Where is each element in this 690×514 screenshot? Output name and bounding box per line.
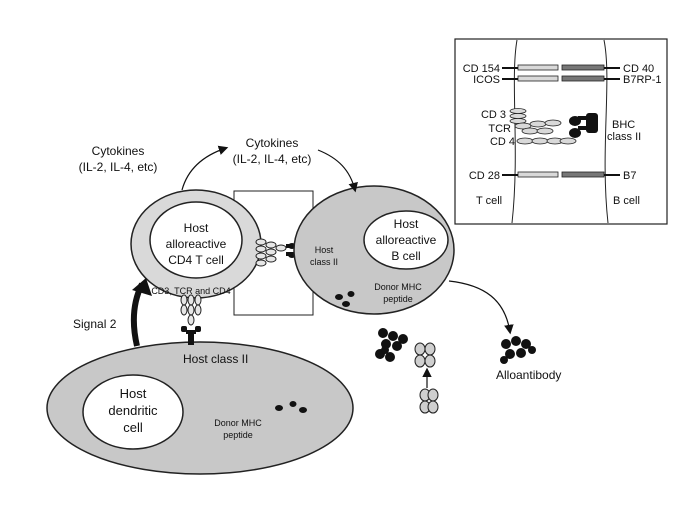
- cytokines-right-detail: (IL-2, IL-4, etc): [233, 152, 312, 166]
- bcell-donor-line2: peptide: [383, 294, 413, 304]
- dc-donor-label-line2: peptide: [223, 430, 253, 440]
- tcell-label-line1: Host: [184, 221, 209, 235]
- tcell-label-line3: CD4 T cell: [168, 253, 224, 267]
- inset-bhc-line2: class II: [607, 131, 641, 143]
- alloantibody-label: Alloantibody: [496, 368, 561, 382]
- tcell-surface-label: CD3, TCR and CD4: [151, 286, 230, 296]
- inset-tcr-complex: [509, 108, 577, 145]
- bcell-label-line1: Host: [394, 217, 419, 231]
- inset-b7rp1-label: B7RP-1: [623, 74, 662, 86]
- inset-icos-label: ICOS: [473, 74, 500, 86]
- inset-cd154-bar: [517, 64, 559, 71]
- tcell-nucleus: [149, 201, 243, 279]
- inset-cd3-label: CD 3: [481, 109, 506, 121]
- bcell-host-class-line2: class II: [310, 257, 338, 267]
- tcell-right-receptors: [255, 238, 287, 267]
- inset-cd40-label: CD 40: [623, 63, 654, 75]
- dc-label-line2: dendritic: [108, 403, 158, 418]
- dc-label-line1: Host: [120, 386, 147, 401]
- dendritic-cell-nucleus: [82, 374, 184, 450]
- cytokines-left-detail: (IL-2, IL-4, etc): [79, 160, 158, 174]
- antibody-precursor: [414, 342, 439, 414]
- inset-b7rp1-bar: [561, 75, 605, 82]
- inset-tcr-label: TCR: [488, 123, 511, 135]
- inset-cd4-label: CD 4: [490, 136, 515, 148]
- alloantibody-arrow: [448, 280, 514, 335]
- inset-tcell-label: T cell: [476, 195, 502, 207]
- bcell-surface-antibodies: [375, 328, 408, 362]
- dc-donor-peptide-blobs: [275, 401, 307, 413]
- inset-cd40-bar: [561, 64, 605, 71]
- cytokines-right-label: Cytokines: [246, 136, 299, 150]
- dc-donor-label-line1: Donor MHC: [214, 418, 262, 428]
- tcell-down-receptors: [180, 294, 202, 326]
- inset-icos-bar: [517, 75, 559, 82]
- dc-host-class-label: Host class II: [183, 352, 248, 366]
- bcell-donor-line1: Donor MHC: [374, 282, 422, 292]
- signal2-arrow: [130, 282, 145, 347]
- signal2-arrowhead: [132, 278, 152, 296]
- inset-cd154-label: CD 154: [463, 63, 500, 75]
- dc-class-ii-molecules: [181, 326, 201, 345]
- inset-b7-label: B7: [623, 170, 636, 182]
- bcell-donor-peptide-blobs: [335, 291, 355, 307]
- cytokine-arc-right: [317, 149, 358, 193]
- signal2-label: Signal 2: [73, 317, 117, 331]
- inset-bhc-line1: BHC: [612, 119, 635, 131]
- cytokines-left-label: Cytokines: [92, 144, 145, 158]
- bcell-label-line2: alloreactive: [376, 233, 437, 247]
- alloantibody-blob: [500, 336, 536, 364]
- bcell-host-class-line1: Host: [315, 245, 334, 255]
- inset-cd28-label: CD 28: [469, 170, 500, 182]
- inset-bcell-label: B cell: [613, 195, 640, 207]
- cytokine-arc-left: [181, 145, 229, 191]
- inset-b7-bar: [561, 171, 605, 178]
- dc-label-line3: cell: [123, 420, 143, 435]
- tcell-label-line2: alloreactive: [166, 237, 227, 251]
- inset-bcell-membrane: [603, 39, 609, 224]
- bcell-label-line3: B cell: [391, 249, 420, 263]
- inset-cd28-bar: [517, 171, 559, 178]
- inset-bhc-class-ii: [569, 113, 598, 138]
- inset-box: [454, 38, 668, 225]
- bcell-nucleus: [363, 210, 449, 270]
